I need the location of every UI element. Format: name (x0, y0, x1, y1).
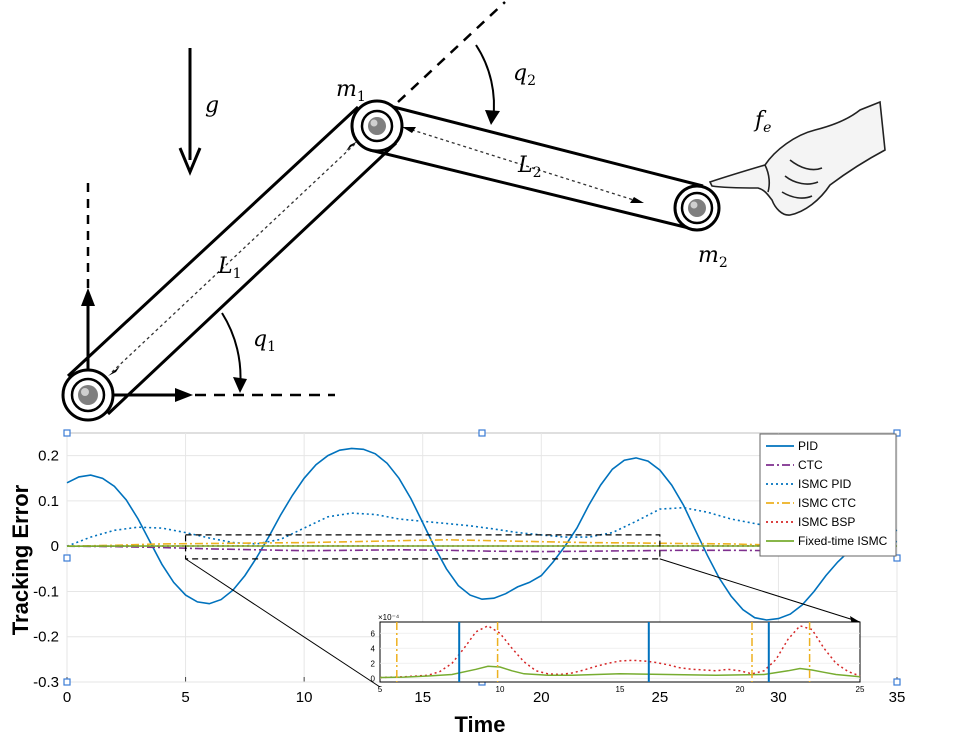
inset-x-tick-label: 20 (736, 685, 745, 694)
selection-handle (479, 430, 485, 436)
link2-length-arrow-end (630, 197, 644, 203)
link1-length-arrow-start (108, 366, 120, 376)
inset-x-tick-label: 10 (496, 685, 505, 694)
pointing-hand-icon (710, 102, 885, 215)
base-joint (63, 370, 113, 420)
y-tick-label: -0.1 (33, 583, 59, 600)
inset-x-tick-label: 15 (616, 685, 625, 694)
selection-handle (64, 679, 70, 685)
link1-edge-lower (108, 143, 396, 414)
y-tick-label: 0 (51, 538, 59, 555)
x-tick-label: 10 (296, 689, 313, 706)
x-tick-label: 20 (533, 689, 550, 706)
legend-entry: ISMC BSP (798, 515, 855, 529)
robot-arm-diagram: g m1 m2 q2 q1 L1 L2 fe (63, 2, 885, 420)
m2-label: m2 (698, 243, 728, 271)
base-y-arrowhead (81, 288, 95, 306)
gravity-arrow-icon (180, 48, 200, 172)
x-tick-label: 25 (652, 689, 669, 706)
legend-entry: Fixed-time ISMC (798, 534, 888, 548)
x-tick-label: 0 (63, 689, 71, 706)
q1-angle-arc (222, 313, 241, 388)
inset-x-tick-label: 5 (378, 685, 383, 694)
link1-length-arrow-end (346, 141, 358, 151)
x-tick-label: 5 (181, 689, 189, 706)
g-label: g (205, 93, 219, 118)
inset-exponent-label: ×10⁻⁴ (378, 613, 400, 622)
y-tick-label: -0.3 (33, 674, 59, 691)
q2-arc-arrowhead (485, 110, 500, 125)
x-tick-label: 15 (414, 689, 431, 706)
y-tick-label: -0.2 (33, 629, 59, 646)
link2-length-arrow-start (402, 127, 416, 133)
selection-handle (894, 679, 900, 685)
q1-arc-arrowhead (233, 377, 247, 393)
q2-label: q2 (513, 61, 536, 89)
joint-m2 (675, 186, 719, 230)
q2-angle-arc (476, 45, 494, 120)
inset-y-tick-label: 4 (371, 644, 376, 653)
legend-entry: ISMC PID (798, 477, 852, 491)
q1-label: q1 (253, 327, 276, 355)
inset-plot-area (380, 622, 860, 682)
link2-edge-upper (382, 104, 703, 186)
link1-extension-dashed (398, 2, 505, 102)
x-tick-label: 35 (889, 689, 906, 706)
y-tick-label: 0.1 (38, 493, 59, 510)
inset-y-tick-label: 6 (371, 629, 376, 638)
legend: PID CTC ISMC PID ISMC CTC ISMC BSP Fixed-time… (760, 434, 896, 556)
legend-entry: ISMC CTC (798, 496, 856, 510)
x-tick-label: 30 (770, 689, 787, 706)
legend-entry: PID (798, 439, 818, 453)
x-axis-label: Time (455, 712, 506, 737)
L2-label: L2 (517, 153, 542, 181)
link1-edge-upper (68, 107, 358, 376)
base-x-arrowhead (175, 388, 193, 402)
m1-label: m1 (336, 77, 366, 105)
selection-handle (64, 555, 70, 561)
fe-label: fe (753, 108, 771, 136)
y-axis-label: Tracking Error (8, 484, 33, 635)
selection-handle (64, 430, 70, 436)
legend-entry: CTC (798, 458, 823, 472)
inset-x-tick-label: 25 (856, 685, 865, 694)
inset-y-tick-label: 0 (371, 674, 376, 683)
inset-y-tick-label: 2 (371, 659, 376, 668)
joint-m1 (352, 101, 402, 151)
L1-label: L1 (217, 254, 242, 282)
y-tick-label: 0.2 (38, 448, 59, 465)
